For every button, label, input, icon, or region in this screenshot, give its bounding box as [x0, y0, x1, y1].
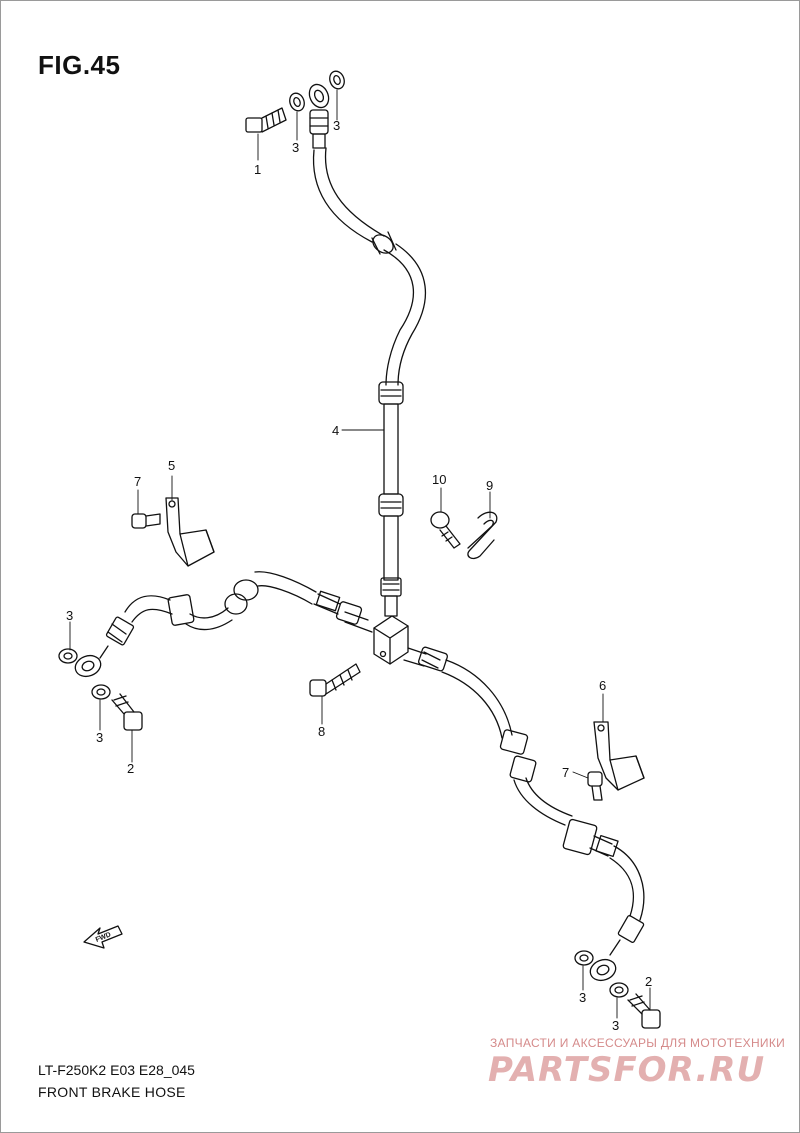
bolt-part-8: [309, 663, 361, 697]
bolt-part-1: [245, 107, 287, 133]
part-label-3a: 3: [292, 140, 299, 155]
part-label-4: 4: [332, 423, 339, 438]
watermark-text: ЗАПЧАСТИ И АКСЕССУАРЫ ДЛЯ МОТОТЕХНИКИ: [490, 1036, 786, 1050]
washer-part-3e: [574, 950, 594, 966]
upper-brake-hose: [308, 83, 427, 617]
left-brake-hose: [74, 571, 373, 678]
diagram-caption: FRONT BRAKE HOSE: [38, 1084, 186, 1100]
bolt-part-7b: [587, 771, 603, 801]
part-label-8: 8: [318, 724, 325, 739]
part-label-3e: 3: [579, 990, 586, 1005]
bolt-part-2a: [111, 693, 143, 731]
figure-title: FIG.45: [38, 50, 121, 80]
washer-part-3c: [58, 648, 78, 664]
hose-joint-block: [373, 615, 409, 665]
bolt-part-2b: [627, 993, 661, 1029]
part-label-3b: 3: [333, 118, 340, 133]
bolt-part-10: [430, 511, 461, 549]
part-label-7b: 7: [562, 765, 569, 780]
part-label-2b: 2: [645, 974, 652, 989]
part-label-2a: 2: [127, 761, 134, 776]
part-label-3d: 3: [96, 730, 103, 745]
washer-part-3a: [289, 92, 305, 112]
right-brake-hose: [403, 646, 645, 982]
part-label-9: 9: [486, 478, 493, 493]
bolt-part-7a: [131, 513, 161, 529]
part-label-3c: 3: [66, 608, 73, 623]
bracket-part-6: [593, 721, 645, 791]
part-label-1: 1: [254, 162, 261, 177]
bracket-part-5: [165, 497, 215, 567]
washer-part-3d: [91, 684, 111, 700]
diagram-code: LT-F250K2 E03 E28_045: [38, 1062, 195, 1078]
part-label-5: 5: [168, 458, 175, 473]
washer-part-3b: [329, 70, 345, 90]
leader-lines: [69, 89, 651, 1019]
fwd-arrow-icon: FWD: [83, 925, 123, 949]
part-label-10: 10: [432, 472, 446, 487]
watermark-logo: PARTSFOR.RU: [488, 1050, 766, 1090]
washer-part-3f: [609, 982, 629, 998]
part-label-7a: 7: [134, 474, 141, 489]
part-label-3f: 3: [612, 1018, 619, 1033]
part-label-6: 6: [599, 678, 606, 693]
part-labels: 1 2 2 3 3 3 3 3 3 4 5 6 7 7 8 9 10: [66, 118, 652, 1033]
clip-part-9: [467, 511, 498, 560]
